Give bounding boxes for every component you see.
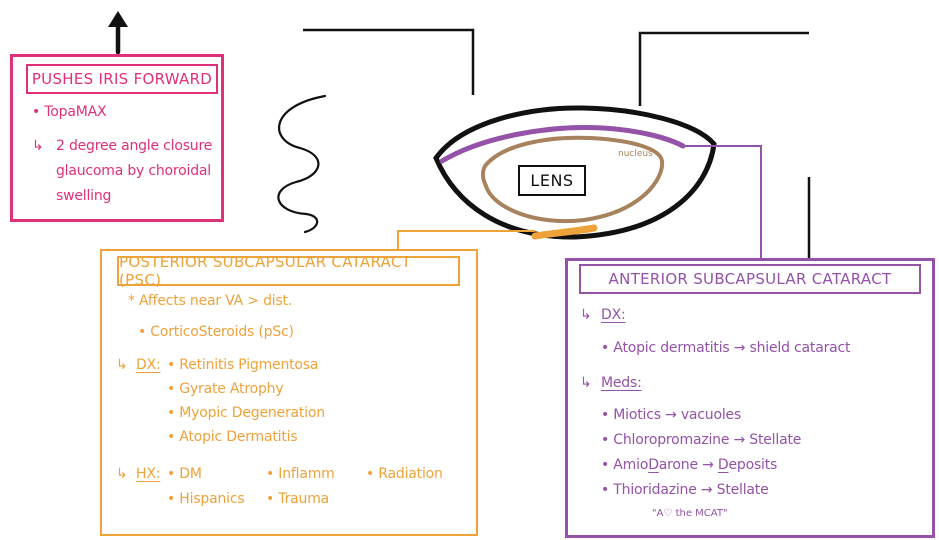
asc-med-item: • AmioDarone → Deposits [601,457,777,473]
iris-box-title-frame: PUSHES IRIS FORWARD [26,64,218,94]
posterior-capsule-stroke [531,224,598,240]
psc-hx-label: HX: [136,466,161,482]
nucleus-label: nucleus [618,149,653,159]
up-arrow-icon [108,11,128,55]
asc-med-item: • Chloropromazine → Stellate [601,432,802,448]
psc-dx-item: • Gyrate Atrophy [167,381,284,397]
asc-dx-label: DX: [601,307,626,323]
asc-med-text: • Amio [601,457,649,473]
lens-label-box: LENS [518,165,586,196]
iris-item-topamax: • TopaMAX [32,104,107,120]
asc-meds-arrow: ↳ [580,375,592,391]
psc-hx-item: • Inflamm [266,466,335,482]
asc-connector-line [683,145,762,258]
anterior-capsule-stroke [439,125,686,164]
psc-note: * Affects near VA > dist. [128,293,293,309]
psc-steroids: • CorticoSteroids (pSc) [138,324,294,340]
psc-hx-item: • Radiation [366,466,443,482]
asc-mnemonic: "A♡ the MCAT" [652,508,728,519]
psc-hx-arrow: ↳ [116,466,128,482]
psc-title-frame: POSTERIOR SUBCAPSULAR CATARACT (PSC) [117,253,460,289]
psc-dx-item: • Retinitis Pigmentosa [167,357,319,373]
asc-title-frame: ANTERIOR SUBCAPSULAR CATARACT [579,264,921,294]
asc-med-text: arone → [658,457,718,473]
asc-med-highlight: D [717,457,729,473]
lens-label: LENS [530,171,574,190]
asc-dx-arrow: ↳ [580,307,592,323]
asc-meds-label: Meds: [601,375,642,391]
asc-med-text: eposits [728,457,778,473]
asc-med-item: • Thioridazine → Stellate [601,482,769,498]
lens-outline [433,105,717,240]
iris-box-title: PUSHES IRIS FORWARD [31,70,213,88]
iris-sub-line-2: glaucoma by choroidal [56,163,211,179]
psc-hx-item: • Hispanics [167,491,245,507]
iris-sub-line-1: 2 degree angle closure [56,138,213,154]
psc-dx-item: • Atopic Dermatitis [167,429,298,445]
iris-sub-line-3: swelling [56,188,112,204]
psc-dx-label: DX: [136,357,161,373]
nucleus-outline [480,135,665,224]
psc-title: POSTERIOR SUBCAPSULAR CATARACT (PSC) [119,253,412,289]
frame-line-right [638,31,809,106]
iris-sub-arrow: ↳ [32,138,44,154]
psc-connector-line [397,230,535,250]
asc-med-highlight: D [648,457,659,473]
frame-line-left [303,28,475,95]
psc-dx-arrow: ↳ [116,357,128,373]
asc-title: ANTERIOR SUBCAPSULAR CATARACT [608,270,892,288]
asc-dx-item: • Atopic dermatitis → shield cataract [601,340,851,356]
psc-hx-item: • DM [167,466,202,482]
psc-dx-item: • Myopic Degeneration [167,405,325,421]
psc-box [100,249,478,536]
psc-hx-item: • Trauma [266,491,330,507]
asc-box [565,258,935,538]
wavy-line [277,94,327,234]
asc-med-item: • Miotics → vacuoles [601,407,742,423]
